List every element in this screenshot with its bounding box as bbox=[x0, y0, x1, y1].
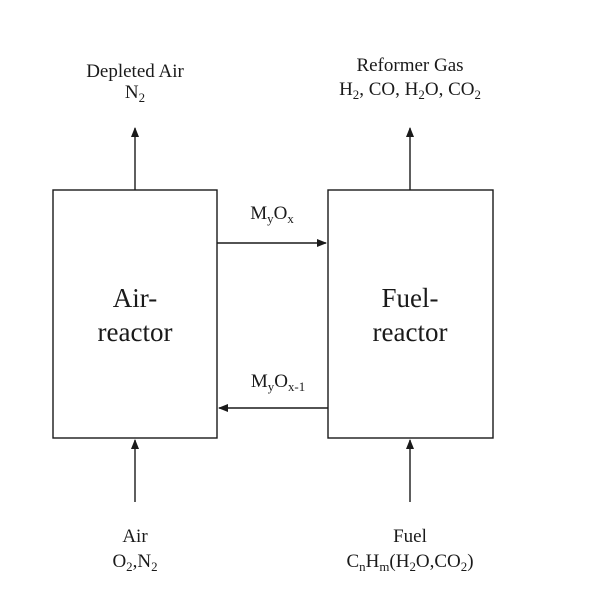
reformer-gas-formula: H2, CO, H2O, CO2 bbox=[339, 78, 481, 103]
depleted-air-title: Depleted Air bbox=[86, 61, 184, 82]
formula-part: , CO, bbox=[359, 78, 405, 100]
reduced-carrier-label: MyOx-1 bbox=[250, 371, 306, 395]
formula-part: H bbox=[365, 550, 380, 572]
formula-part: H bbox=[404, 78, 419, 100]
fuel-inlet-formula: CnHm(H2O,CO2) bbox=[346, 550, 474, 575]
formula-subscript: y bbox=[267, 211, 274, 227]
formula-subscript: 2 bbox=[418, 87, 425, 103]
air-reactor-line1: Air- bbox=[112, 283, 158, 313]
fuel-inlet-title: Fuel bbox=[393, 526, 427, 547]
formula-part: ) bbox=[467, 550, 474, 572]
formula-subscript: 2 bbox=[474, 87, 481, 103]
air-reactor-line2: reactor bbox=[97, 316, 173, 347]
formula-part: O, CO bbox=[424, 78, 475, 100]
formula-subscript: 2 bbox=[409, 559, 416, 575]
air-inlet-formula: O2,N2 bbox=[112, 550, 158, 575]
air-inlet-label: Air O2,N2 bbox=[112, 526, 158, 575]
formula-part: N bbox=[137, 550, 152, 572]
formula-subscript: 2 bbox=[126, 559, 133, 575]
reformer-gas-label: Reformer Gas H2, CO, H2O, CO2 bbox=[339, 55, 481, 103]
formula-part: H bbox=[339, 78, 353, 100]
fuel-reactor-line1: Fuel- bbox=[381, 283, 439, 313]
formula-subscript: n bbox=[359, 559, 366, 575]
formula-subscript: y bbox=[267, 379, 275, 395]
formula-part: (H bbox=[389, 550, 410, 572]
oxidized-carrier-label: MyOx bbox=[250, 203, 294, 227]
depleted-air-subscript: 2 bbox=[138, 90, 146, 106]
formula-subscript: x bbox=[287, 211, 294, 227]
air-inlet-title: Air bbox=[122, 526, 148, 547]
formula-part: O,CO bbox=[415, 550, 461, 572]
depleted-air-label: Depleted Air N2 bbox=[86, 61, 184, 106]
air-reactor-label: Air- reactor bbox=[98, 282, 173, 350]
fuel-inlet-label: Fuel CnHm(H2O,CO2) bbox=[346, 526, 474, 575]
formula-subscript: 2 bbox=[460, 559, 468, 575]
formula-part: , bbox=[132, 550, 138, 572]
formula-subscript: m bbox=[379, 559, 390, 575]
formula-part: O bbox=[273, 203, 288, 224]
formula-subscript: x-1 bbox=[287, 379, 306, 395]
fuel-reactor-label: Fuel- reactor bbox=[373, 282, 448, 350]
air-reactor-box bbox=[52, 189, 218, 439]
reformer-gas-title: Reformer Gas bbox=[356, 55, 464, 76]
formula-part: O bbox=[112, 550, 127, 572]
formula-part: M bbox=[250, 203, 268, 224]
formula-part: O bbox=[274, 371, 288, 392]
formula-subscript: 2 bbox=[151, 559, 158, 575]
formula-part: C bbox=[346, 550, 360, 572]
fuel-reactor-line2: reactor bbox=[372, 316, 448, 347]
formula-part: M bbox=[250, 371, 268, 392]
depleted-air-element: N bbox=[124, 81, 139, 103]
formula-subscript: 2 bbox=[352, 87, 360, 103]
depleted-air-formula: N2 bbox=[86, 81, 184, 106]
fuel-reactor-box bbox=[327, 189, 494, 439]
